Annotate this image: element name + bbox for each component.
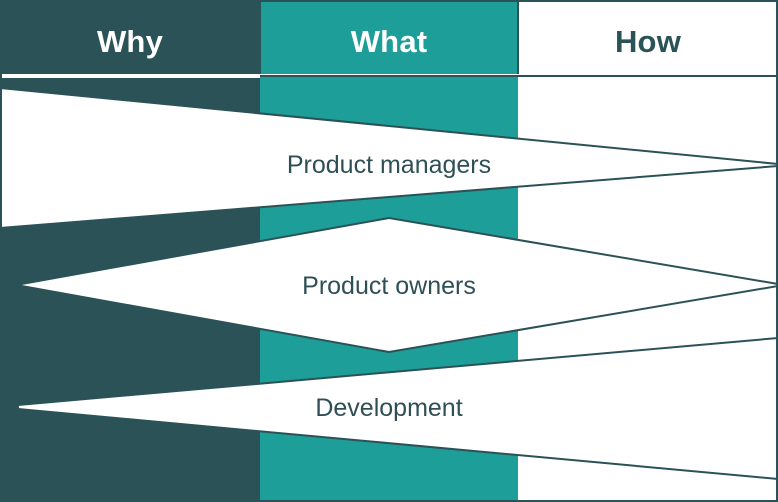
- shape-product-managers: [0, 86, 778, 230]
- row-product-managers: Product managers: [0, 86, 778, 230]
- row-label-development: Development: [315, 394, 462, 422]
- header-separator: [0, 74, 778, 78]
- shape-product-owners: [15, 216, 778, 354]
- row-label-product-managers: Product managers: [287, 151, 491, 179]
- header-label-why: Why: [97, 24, 164, 59]
- header-label-what: What: [351, 24, 428, 59]
- header-separator-why-white: [0, 74, 260, 78]
- header-cell-why-bg: [0, 0, 260, 74]
- header-cell-what-bg: [260, 0, 518, 74]
- row-product-owners: Product owners: [15, 216, 778, 354]
- header-cell-how-bg: [518, 0, 778, 74]
- header-label-how: How: [615, 24, 682, 59]
- header-row: Why What How: [0, 0, 778, 74]
- shape-development: [17, 336, 778, 481]
- row-label-product-owners: Product owners: [302, 272, 476, 300]
- row-development: Development: [17, 336, 778, 481]
